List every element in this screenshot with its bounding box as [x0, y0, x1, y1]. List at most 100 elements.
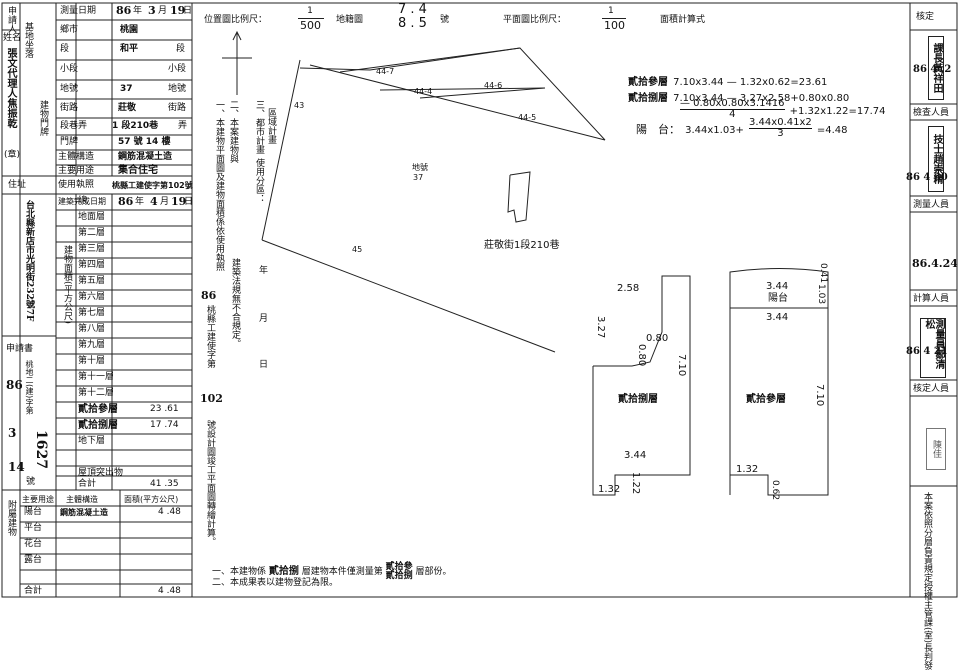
note-2: 二、本案建物與: [228, 100, 238, 163]
typist-seal: 陳佳: [926, 428, 946, 470]
attached-use: 露台: [24, 555, 43, 565]
application-month: 3: [8, 426, 17, 440]
address-label: 住址: [8, 180, 27, 190]
checker-seal: 課長黃祥田: [928, 36, 944, 100]
note-3c: 使用分區：: [254, 158, 264, 203]
plan-left-dim-122: 1.22: [630, 472, 641, 495]
plan-right-dim-710: 7.10: [814, 384, 825, 407]
note-license-no: 102: [200, 392, 223, 405]
plan-right-name: 貳拾參層: [746, 394, 786, 405]
calc-person-date: 86 4 21: [906, 346, 948, 357]
plan-left-dim-132: 1.32: [598, 484, 621, 495]
area-header: 建物面積(平方公尺): [62, 245, 72, 325]
note-license: 桃縣工建使字第: [205, 305, 215, 368]
plan-left-dim-080a: 0.80: [646, 333, 669, 344]
floor-label: 屋頂突出物: [78, 468, 124, 478]
north-arrow-icon: [222, 30, 252, 95]
plan-right-dim-344a: 3.44: [766, 281, 789, 292]
area-calc-label: 面積計算式: [660, 15, 706, 25]
plan-right-dim-132: 1.32: [736, 464, 759, 475]
floor-label: 第七層: [78, 308, 106, 318]
attached-use: 合計: [24, 586, 43, 596]
note-1-tail: 號設計圖竣工平面圖轉繪計算。: [205, 420, 215, 546]
lot-number: 37: [413, 173, 424, 182]
floor-label: 第十一層: [78, 372, 115, 382]
floor-label: 地下層: [78, 436, 106, 446]
checker-label: 核定: [916, 12, 935, 22]
form-lines: [1, 2, 958, 598]
applicant-name: 張文代理人焦振乾: [5, 48, 16, 128]
applicant-label: 申請人: [6, 6, 16, 33]
field-city-value: 桃園: [120, 25, 139, 35]
calc-floor23: 貳拾參層 7.10x3.44 — 1.32x0.62=23.61: [628, 77, 828, 88]
plan-left-dim-344: 3.44: [624, 450, 647, 461]
plan-left-dim-258: 2.58: [617, 283, 640, 294]
parcel-44-4: 44-4: [414, 87, 433, 96]
measurer-label: 測量人員: [913, 200, 950, 210]
attached-label: 附屬建物: [6, 500, 16, 536]
parcel-43: 43: [294, 101, 305, 110]
attached-struct: 鋼筋混凝土造: [60, 508, 108, 517]
plan-right-balcony: 陽台: [768, 293, 788, 304]
typist-label: 核定人員: [913, 384, 950, 394]
parcel-44-6: 44-6: [484, 81, 503, 90]
attached-use: 平台: [24, 523, 43, 533]
floor-label: 第八層: [78, 324, 106, 334]
site-address-label: 莊敬街1段210巷: [484, 240, 560, 251]
plan-right-dim-041: 0.41: [818, 263, 828, 284]
floor-area-value: 23 .61: [150, 404, 179, 414]
license-value: 桃縣工建使字第102號: [112, 181, 193, 190]
floor-label: 總: [78, 196, 88, 206]
group-label-building: 建物門牌: [38, 100, 48, 136]
map-no-top: 7 . 4: [398, 2, 427, 17]
plan-scale-label: 平面圖比例尺：: [503, 15, 567, 25]
note-2-tail: 建築法規無不合規定。: [230, 258, 240, 348]
structure-value: 鋼筋混凝土造: [118, 152, 173, 162]
reviewer-date: 86 4 30: [906, 172, 948, 183]
floor-label: 貳拾參層: [78, 404, 118, 415]
floor-area-value: 17 .74: [150, 420, 179, 430]
floor-label: 第十二層: [78, 388, 115, 398]
plan-right-outline: [729, 268, 829, 496]
parcel-44-7: 44-7: [376, 67, 395, 76]
floor-label: 第九層: [78, 340, 106, 350]
site-map-lines: [261, 47, 606, 353]
lot-label: 地號: [412, 163, 428, 172]
checker-date: 86 4 .2: [913, 64, 952, 75]
plan-left-dim-327: 3.27: [595, 316, 606, 339]
calc-person-seal: 測量員鄒清松: [920, 318, 946, 378]
plan-left-dim-080b: 0.80: [636, 344, 647, 367]
floor-label: 第四層: [78, 260, 106, 270]
plan-left-name: 貳拾捌層: [618, 394, 658, 405]
completion-year: 86: [118, 195, 134, 208]
location-scale-label: 位置圖比例尺：: [204, 15, 268, 25]
address-value: 台北縣新店市光明街232號7F: [24, 200, 34, 322]
attached-area: 4 .48: [158, 586, 181, 596]
survey-day: 19: [170, 4, 186, 17]
note-1: 一、本建物平面圖及建物面積係依使用執照: [214, 100, 224, 271]
floor-label: 第二層: [78, 228, 106, 238]
floor-label: 第十層: [78, 356, 106, 366]
attached-area: 4 .48: [158, 507, 181, 517]
plan-right-dim-344b: 3.44: [766, 312, 789, 323]
application-day: 14: [8, 460, 25, 474]
calc-person-label: 計算人員: [913, 294, 950, 304]
floor-label: 第五層: [78, 276, 106, 286]
plan-right-dim-062: 0.62: [770, 480, 780, 501]
reviewer-seal: 技士趙崇精: [928, 126, 944, 192]
footer-note-1: 一、本建物係 貳拾捌 層建物本件僅測量第 貳拾參 貳拾捌 層部份。: [212, 561, 452, 581]
attached-use: 陽台: [24, 507, 43, 517]
floor-label: 地面層: [78, 212, 106, 222]
location-scale-den: 500: [300, 19, 321, 32]
reviewer-label: 檢查人員: [913, 108, 950, 118]
group-label-base: 基地坐落: [23, 22, 33, 58]
footer-note-2: 二、本成果表以建物登記為限。: [212, 578, 339, 588]
name-label: 姓名: [3, 33, 22, 43]
application-number: 1627: [33, 430, 49, 469]
parcel-44-5: 44-5: [518, 113, 537, 122]
usage-value: 集合住宅: [118, 165, 158, 176]
authority-note: 本案依照分層負責規定授權主管課(室)長判發: [922, 492, 932, 670]
map-no-bottom: 8 . 5: [398, 16, 427, 31]
